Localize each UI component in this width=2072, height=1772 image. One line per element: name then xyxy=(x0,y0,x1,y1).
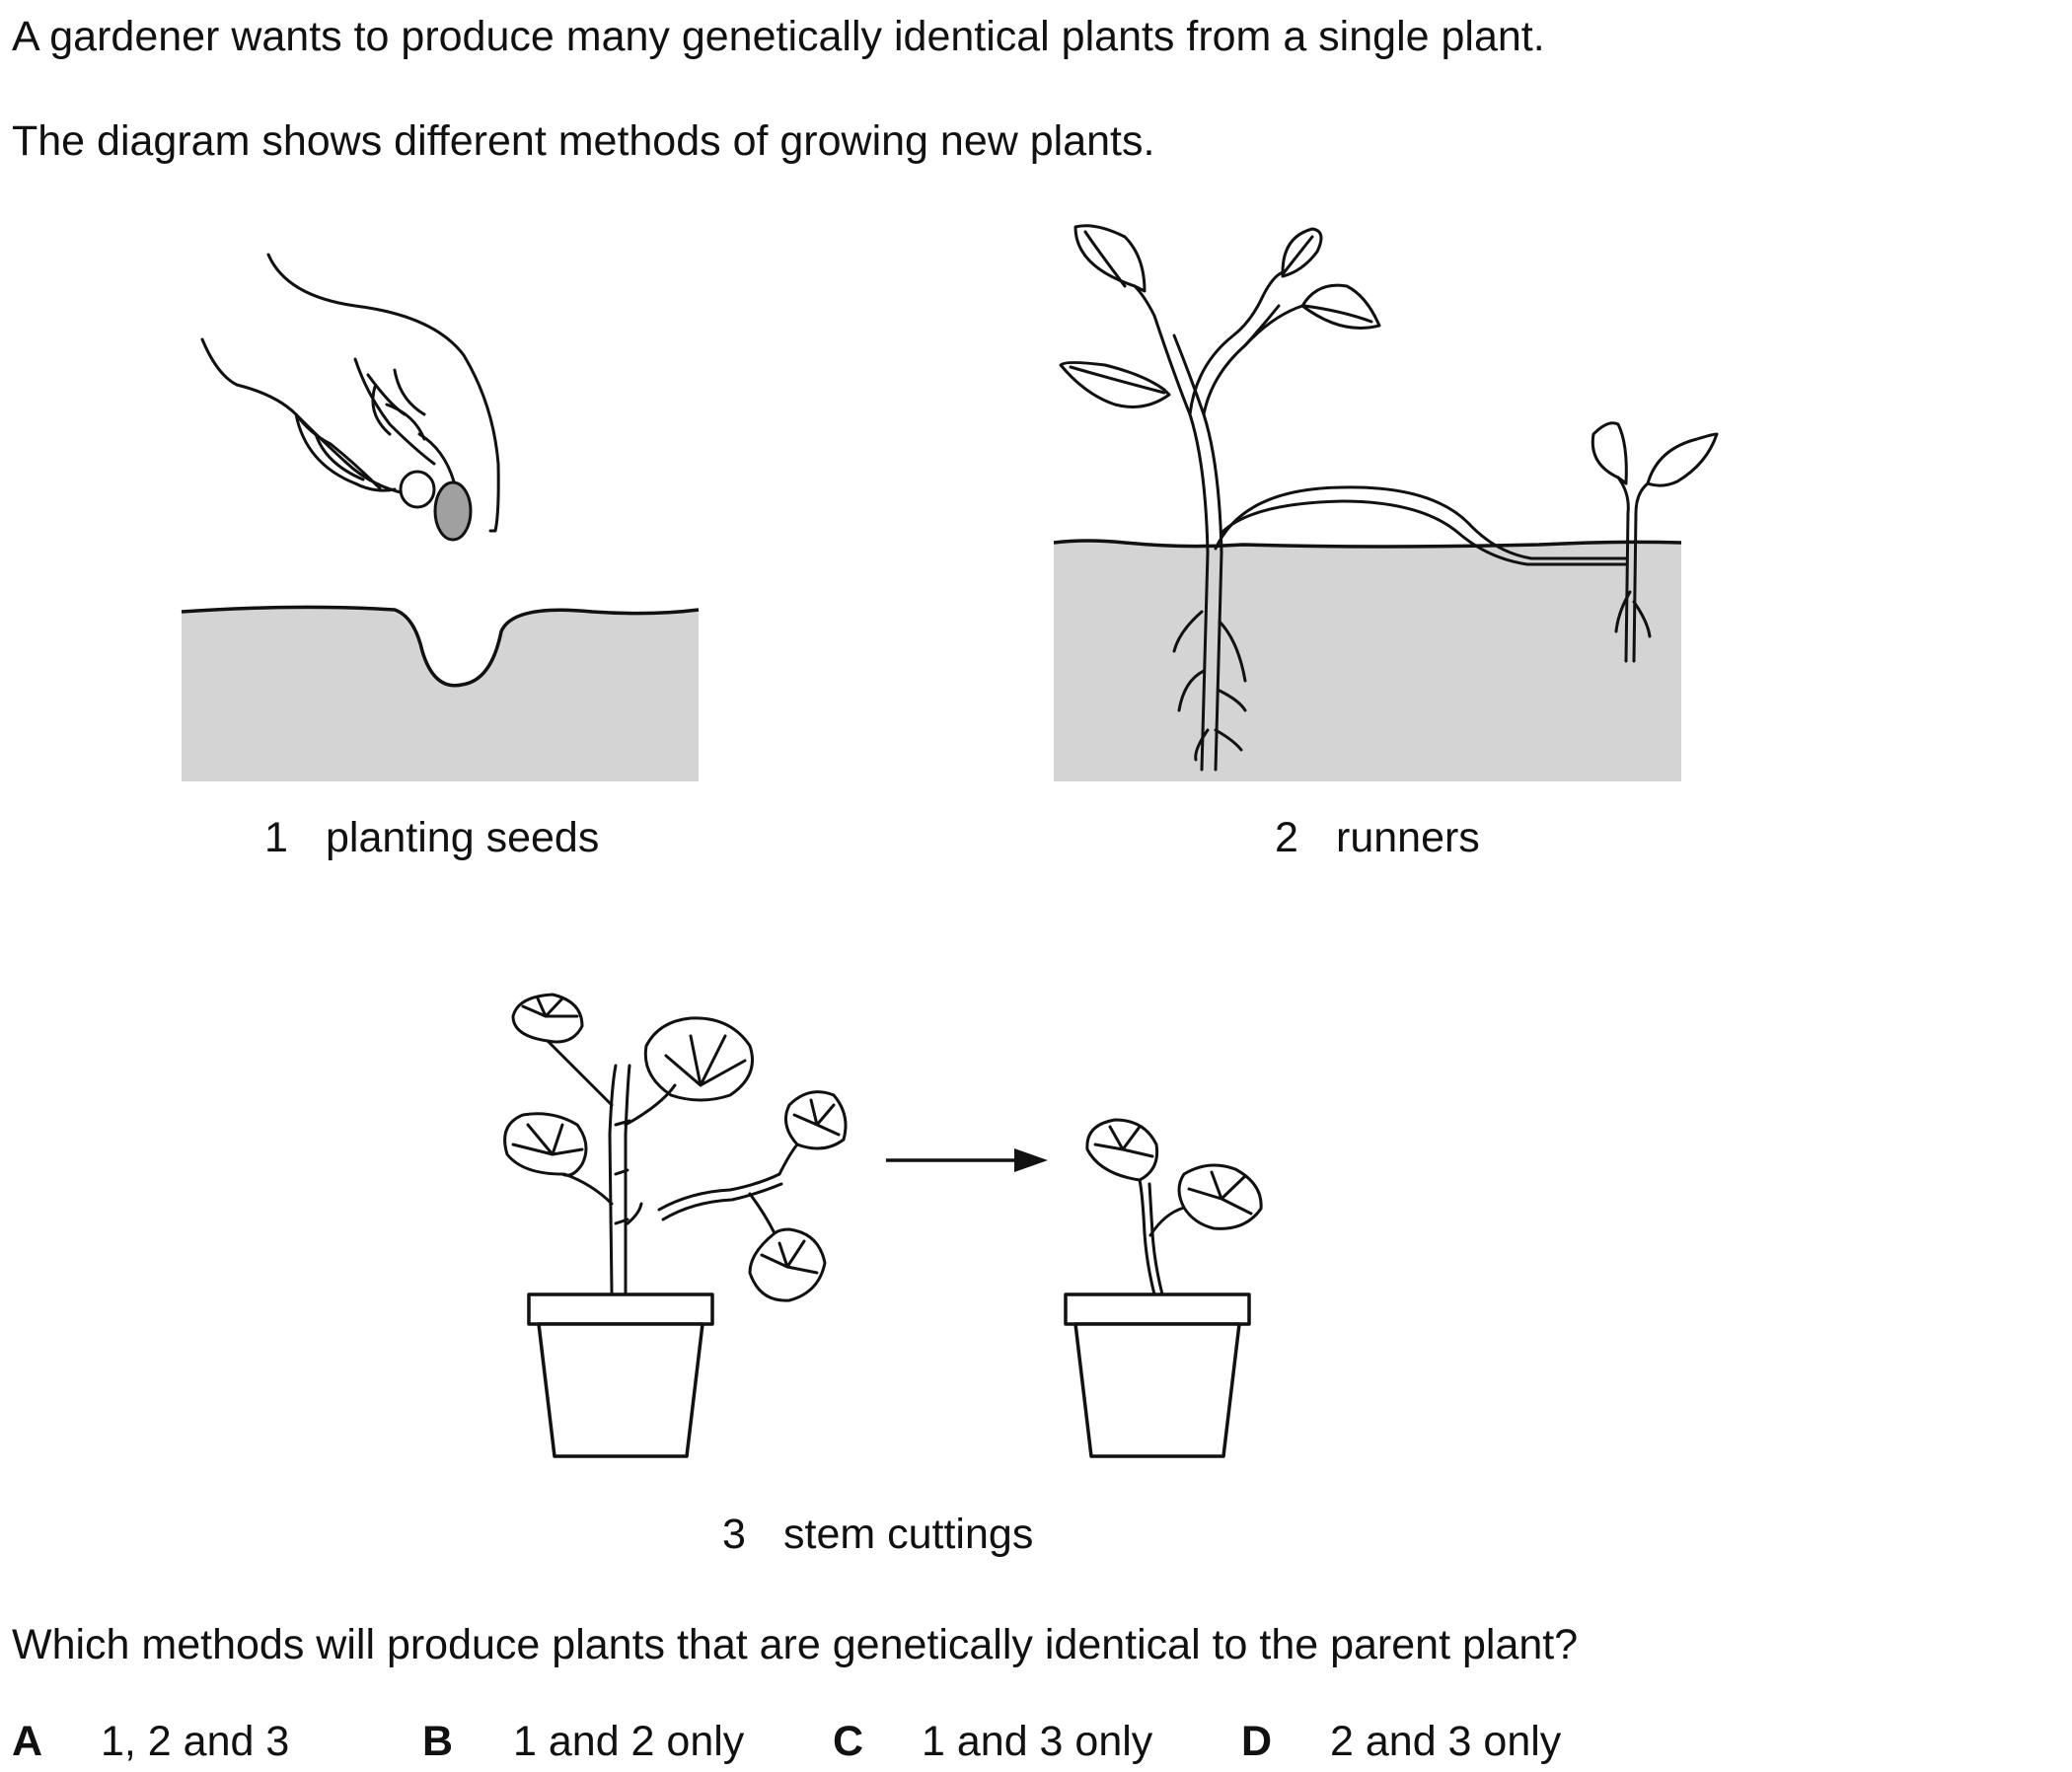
planting-seeds-illustration xyxy=(181,253,700,781)
arrow-icon xyxy=(886,1148,1048,1172)
question-prompt: Which methods will produce plants that a… xyxy=(12,1621,1579,1668)
cut-stem-icon xyxy=(657,1090,848,1302)
parent-plant-icon xyxy=(1059,224,1381,772)
new-plantlet-icon xyxy=(1591,421,1719,663)
runners-illustration xyxy=(1053,224,1719,781)
soil-surface-line xyxy=(1053,539,1682,549)
new-pot-icon xyxy=(1064,1292,1251,1458)
option-b-text: 1 and 2 only xyxy=(513,1718,745,1765)
option-b-letter: B xyxy=(422,1718,454,1765)
method-2-number: 2 xyxy=(1275,814,1298,861)
fingertip-icon xyxy=(399,470,436,509)
question-intro: A gardener wants to produce many genetic… xyxy=(12,13,1545,60)
cutting-plant-icon xyxy=(1085,1118,1263,1296)
method-2-text: runners xyxy=(1336,814,1480,861)
option-d-letter: D xyxy=(1241,1718,1273,1765)
option-a-text: 1, 2 and 3 xyxy=(101,1718,290,1765)
seed-icon xyxy=(433,480,473,542)
soil-surface-line xyxy=(181,605,700,688)
option-d-text: 2 and 3 only xyxy=(1330,1718,1562,1765)
method-1-label: 1 planting seeds xyxy=(264,817,599,859)
option-c-letter: C xyxy=(833,1718,864,1765)
parent-plant-with-leaves xyxy=(503,993,754,1294)
method-1-text: planting seeds xyxy=(326,814,600,861)
soil-with-hole xyxy=(182,607,699,781)
diagram-intro: The diagram shows different methods of g… xyxy=(12,117,1155,165)
stem-cuttings-illustration xyxy=(503,993,1263,1458)
method-3-label: 3 stem cuttings xyxy=(722,1514,1033,1556)
hand-icon xyxy=(200,253,500,533)
runner-stolon-icon xyxy=(1214,485,1628,566)
soil-block xyxy=(1054,541,1681,781)
option-c-text: 1 and 3 only xyxy=(922,1718,1153,1765)
method-3-text: stem cuttings xyxy=(783,1511,1034,1558)
method-2-label: 2 runners xyxy=(1275,817,1480,859)
method-1-number: 1 xyxy=(264,814,288,861)
method-3-number: 3 xyxy=(722,1511,746,1558)
option-a-letter: A xyxy=(12,1718,43,1765)
parent-pot-icon xyxy=(527,1292,714,1458)
